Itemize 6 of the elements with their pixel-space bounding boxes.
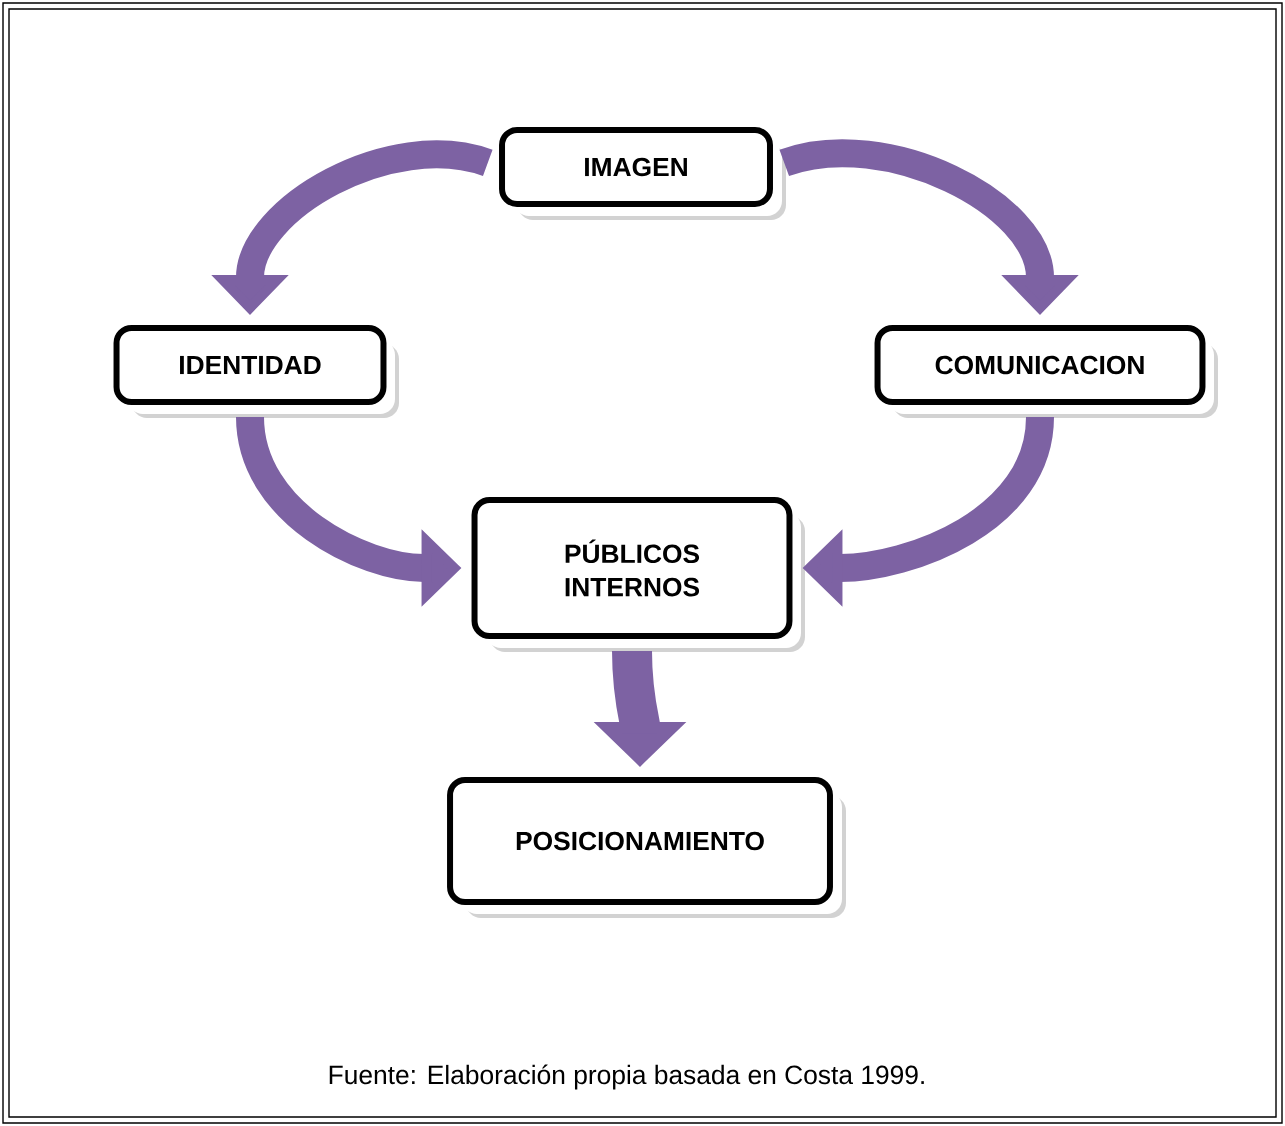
process-box: IDENTIDAD <box>113 325 399 418</box>
process-box: PÚBLICOS INTERNOS <box>471 497 805 652</box>
process-box: POSICIONAMIENTO <box>447 777 846 918</box>
process-box: IMAGEN <box>499 127 786 220</box>
process-box: COMUNICACION <box>874 325 1218 418</box>
caption: Fuente: Elaboración propia basada en Costa 1999. <box>329 1064 924 1090</box>
